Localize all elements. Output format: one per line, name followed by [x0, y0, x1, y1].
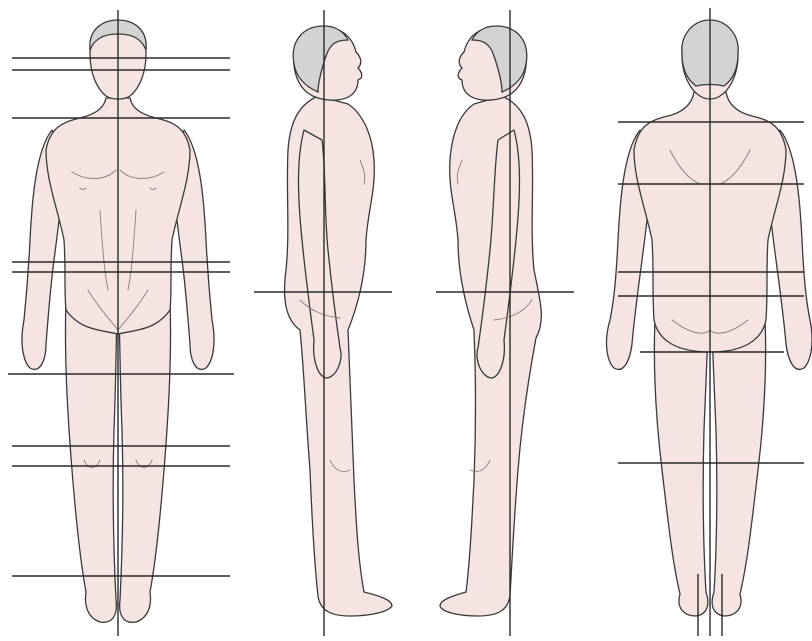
anterior-view	[8, 10, 234, 636]
right-lateral-view	[254, 10, 392, 636]
anterior-left-leg	[65, 300, 117, 622]
left-lateral-view	[436, 10, 574, 636]
posterior-view	[607, 8, 812, 636]
anterior-right-leg	[119, 300, 171, 622]
